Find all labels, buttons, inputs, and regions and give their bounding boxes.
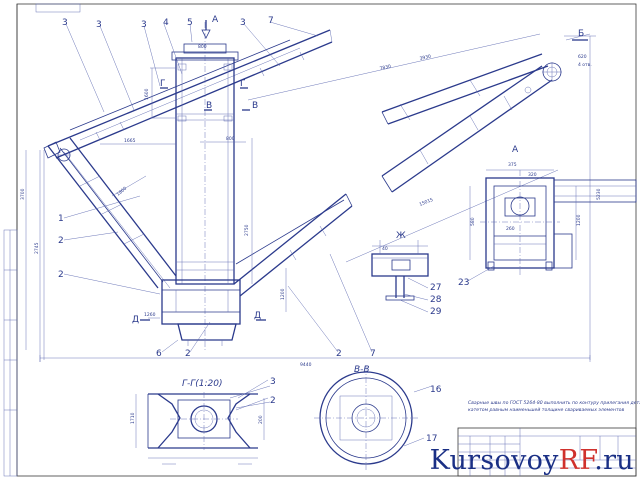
callout-label: 6 [156,349,162,359]
callout-label: 28 [430,295,442,305]
callout-label: 23 [458,278,469,288]
callout-label: 27 [430,283,441,293]
dim-misc: 40 [382,246,388,252]
section-mark: Д [132,315,139,325]
callout-label: 2 [185,349,191,359]
dim-misc: 200 [258,415,264,424]
callout-label: 7 [268,16,274,26]
callout-label: 2 [58,270,64,280]
dim-overall-height: 5230 [596,188,602,200]
section-mark: Г [160,79,166,89]
callout-label: 16 [430,385,442,395]
view-marker-a: А [212,15,219,25]
dim-top-width: 800 [198,44,207,50]
top-stamp-box [35,3,81,13]
dim-misc: 580 [470,217,476,226]
dim-overall-width: 9440 [300,362,312,368]
callout-label: 5 [187,18,193,28]
dim-left-height: 3700 [20,188,26,200]
callout-label: 2 [270,396,276,406]
dim-misc: 4 отв. [578,62,592,68]
dim-misc: 1710 [130,412,136,424]
leader-lines [63,21,495,411]
section-title-vv: В-В [354,365,370,375]
dim-misc: 375 [508,162,517,168]
dim-right-w: 620 [578,54,587,60]
callout-label: 7 [370,349,376,359]
callout-label: 3 [270,377,276,387]
view-marker-b: Б [578,29,584,39]
section-mark: Г [240,79,246,89]
callout-label: 3 [62,18,68,28]
callout-label: 1 [58,214,64,224]
title-block [457,427,637,477]
view-zh-detail [371,240,429,301]
site-logo: KursovoyRF.ru [429,445,634,476]
section-cut-marks [140,20,588,321]
callout-label: 17 [426,434,437,444]
dim-chute-upper-2: 3930 [419,53,432,61]
view-a-detail [469,169,637,276]
dim-span-b: 1600 [144,88,150,100]
callout-label: 29 [430,307,442,317]
dim-chute-upper: 7830 [379,63,392,71]
callout-label: 3 [96,20,102,30]
view-b-chute [381,33,591,193]
left-margin-stamp [3,229,18,477]
dim-misc: 320 [528,172,537,178]
dim-pipe-offset: 1200 [280,288,286,300]
weld-note-line1: Сварные швы по ГОСТ 5264-80 выполнить по… [468,400,640,406]
dim-pipe-dia: 800 [226,136,235,142]
dim-span-a: 1800 [115,185,128,197]
dim-left-offset: 1665 [124,138,136,144]
section-mark: В [252,101,258,111]
section-mark: Д [254,311,261,321]
weld-note-line2: катетом равным наименьшей толщине сварив… [468,407,624,413]
section-g-g [135,385,271,465]
section-title-gg: Г-Г(1:20) [182,379,223,389]
view-label-zh: Ж [396,231,406,241]
section-v-v [314,366,433,470]
main-view [25,22,596,362]
dim-left-height-2: 2745 [34,242,40,254]
dim-misc: 260 [506,226,515,232]
callout-label: 2 [58,236,64,246]
dim-pipe-length: 2750 [244,224,250,236]
dim-chute-length: 15015 [419,197,435,208]
callout-label: 3 [240,18,246,28]
callout-label: 4 [163,18,169,28]
section-mark: В [206,101,212,111]
view-label-a: А [512,145,519,155]
callout-label: 2 [336,349,342,359]
callout-label: 3 [141,20,147,30]
dim-stand-height: 1260 [144,312,156,318]
dim-misc: 1200 [576,214,582,226]
